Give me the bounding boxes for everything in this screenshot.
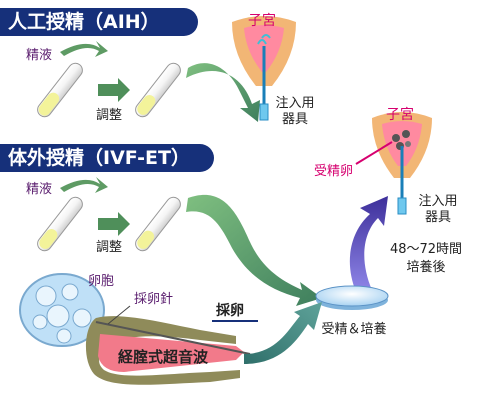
aih-test-tube-2 bbox=[135, 62, 181, 118]
ultrasound-label: 経腟式超音波 bbox=[118, 348, 209, 366]
retrieval-label: 採卵 bbox=[216, 303, 244, 319]
ivf-sperm-to-dish-arrow bbox=[186, 194, 322, 306]
ivf-device-label-2: 器具 bbox=[424, 210, 451, 225]
ivf-test-tube-1 bbox=[37, 196, 83, 252]
fertilized-egg-label: 受精卵 bbox=[314, 164, 354, 179]
ivf-semen-curve-arrow bbox=[60, 177, 108, 193]
ivf-adjust-label: 調整 bbox=[96, 240, 123, 255]
aih-device-label-1: 注入用 bbox=[275, 96, 315, 111]
ivf-device-label-1: 注入用 bbox=[418, 194, 458, 209]
aih-adjust-label: 調整 bbox=[96, 108, 123, 123]
aih-title: 人工授精（AIH） bbox=[0, 8, 198, 36]
fertilized-egg-pointer bbox=[355, 141, 393, 165]
ivf-semen-label: 精液 bbox=[26, 182, 53, 197]
culture-time-label-2: 培養後 bbox=[406, 260, 446, 275]
needle-pointer bbox=[107, 305, 131, 325]
ivf-title: 体外授精（IVF-ET） bbox=[0, 144, 214, 172]
follicle-label: 卵胞 bbox=[88, 274, 115, 289]
aih-semen-label: 精液 bbox=[26, 48, 53, 63]
retrieval-needle bbox=[95, 321, 251, 355]
dish-to-uterus-arrow bbox=[349, 196, 388, 292]
aih-uterus bbox=[232, 16, 296, 121]
retrieval-to-dish-arrow bbox=[244, 302, 322, 364]
aih-uterus-label: 子宮 bbox=[248, 13, 276, 29]
vaginal-outline bbox=[85, 316, 240, 385]
petri-dish bbox=[315, 285, 389, 310]
aih-test-tube-1 bbox=[37, 62, 83, 118]
ivf-adjust-arrow bbox=[98, 212, 130, 236]
aih-device-label-2: 器具 bbox=[281, 112, 308, 127]
ultrasound-probe bbox=[98, 334, 244, 372]
follicle bbox=[19, 273, 105, 347]
aih-transfer-arrow bbox=[186, 63, 260, 122]
ivf-uterus bbox=[372, 112, 432, 215]
needle-label: 採卵針 bbox=[134, 292, 174, 307]
aih-adjust-arrow bbox=[98, 78, 130, 102]
dish-label: 受精＆培養 bbox=[321, 322, 387, 337]
ivf-test-tube-2 bbox=[135, 196, 181, 252]
culture-time-label-1: 48～72時間 bbox=[389, 242, 463, 257]
ivf-uterus-label: 子宮 bbox=[386, 107, 414, 123]
aih-semen-curve-arrow bbox=[60, 41, 108, 57]
